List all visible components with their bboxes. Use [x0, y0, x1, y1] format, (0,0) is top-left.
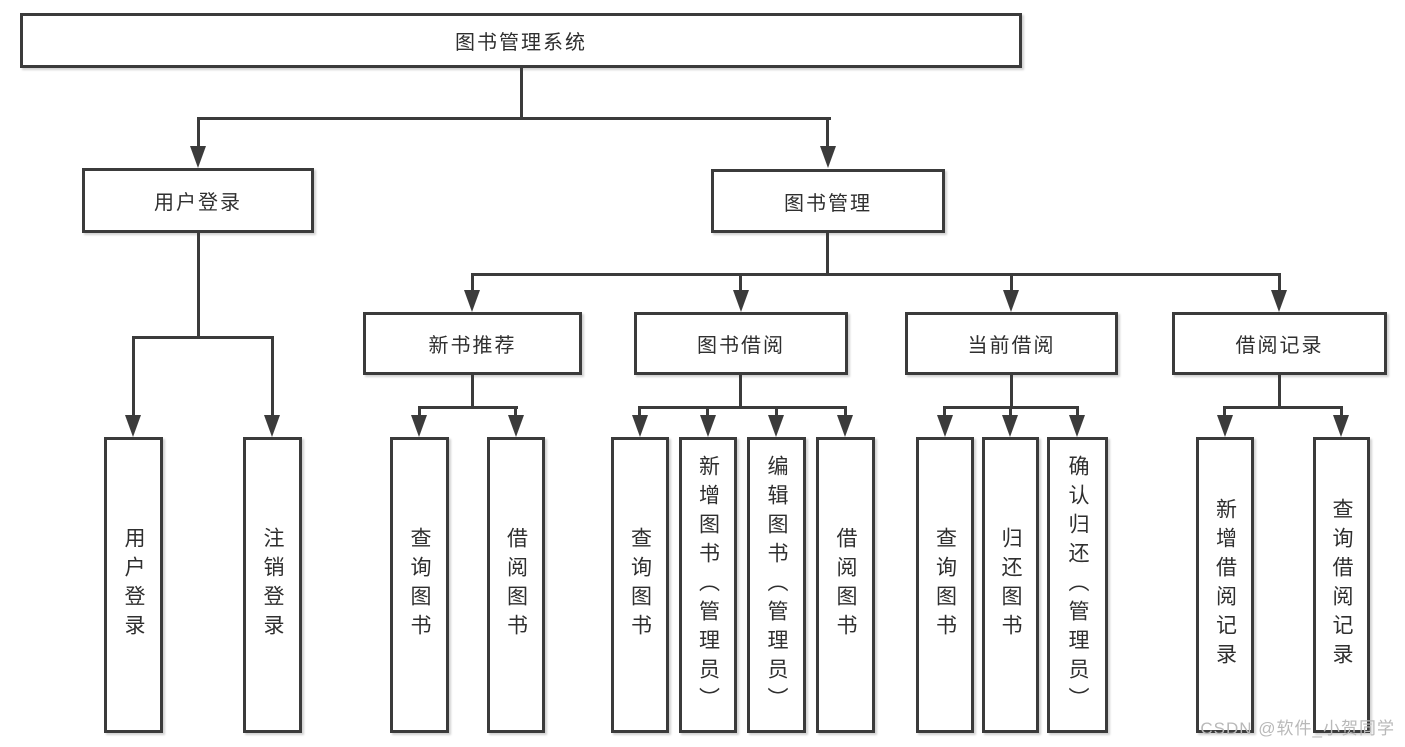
connector-g2-stem: [739, 375, 742, 408]
connector-user-leaf2-stub: [271, 336, 274, 417]
connector-book-borrow-stub: [739, 273, 742, 293]
node-borrow-record-label: 借阅记录: [1235, 335, 1324, 357]
connector-g3-stem: [1010, 375, 1013, 408]
leaf-user-login: 用户登录: [104, 437, 163, 733]
arrowhead-icon: [632, 415, 648, 437]
node-book-borrow-label: 图书借阅: [697, 335, 785, 357]
node-book-mgmt: 图书管理: [711, 169, 945, 233]
leaf-borrow-book-1: 借阅图书: [487, 437, 545, 733]
connector-g3-leaf3-stub: [1076, 406, 1079, 417]
connector-g3-leaf2-stub: [1009, 406, 1012, 417]
arrowhead-icon: [1003, 290, 1019, 312]
connector-user-rail: [132, 336, 274, 339]
leaf-query-book-2-label: 查询图书: [628, 527, 652, 643]
arrowhead-icon: [1002, 415, 1018, 437]
arrowhead-icon: [464, 290, 480, 312]
node-root-label: 图书管理系统: [455, 32, 587, 54]
leaf-add-book-admin-label: 新增图书（管理员）: [696, 454, 720, 716]
node-current-borrow: 当前借阅: [905, 312, 1118, 375]
leaf-borrow-book-2-label: 借阅图书: [834, 527, 857, 643]
connector-g4-rail: [1223, 406, 1343, 409]
node-book-mgmt-label: 图书管理: [784, 192, 872, 215]
connector-book-stem: [826, 233, 829, 274]
leaf-query-book-3-label: 查询图书: [933, 527, 957, 643]
connector-g2-leaf4-stub: [844, 406, 847, 417]
leaf-add-borrow-record: 新增借阅记录: [1196, 437, 1254, 733]
leaf-logout: 注销登录: [243, 437, 302, 733]
leaf-query-book-2: 查询图书: [611, 437, 669, 733]
node-root: 图书管理系统: [20, 13, 1022, 68]
connector-g4-leaf1-stub: [1223, 406, 1226, 417]
arrowhead-icon: [1333, 415, 1349, 437]
arrowhead-icon: [733, 290, 749, 312]
connector-g1-rail: [418, 406, 518, 409]
connector-root-stem: [520, 68, 523, 118]
leaf-borrow-book-2: 借阅图书: [816, 437, 875, 733]
leaf-return-book: 归还图书: [982, 437, 1039, 733]
arrowhead-icon: [937, 415, 953, 437]
node-new-book-rec: 新书推荐: [363, 312, 582, 375]
connector-g1-leaf1-stub: [418, 406, 421, 417]
connector-level3-rail: [471, 273, 1281, 276]
leaf-query-borrow-record-label: 查询借阅记录: [1330, 498, 1353, 672]
connector-user-stem: [197, 233, 200, 336]
leaf-add-book-admin: 新增图书（管理员）: [679, 437, 737, 733]
leaf-borrow-book-1-label: 借阅图书: [504, 527, 528, 643]
connector-g2-leaf2-stub: [706, 406, 709, 417]
connector-g1-leaf2-stub: [514, 406, 517, 417]
connector-book-mgmt-stub: [826, 117, 829, 148]
leaf-edit-book-admin: 编辑图书（管理员）: [747, 437, 806, 733]
connector-user-login-stub: [197, 117, 200, 148]
connector-g1-stem: [471, 375, 474, 408]
connector-g2-leaf3-stub: [775, 406, 778, 417]
node-user-login: 用户登录: [82, 168, 314, 233]
arrowhead-icon: [411, 415, 427, 437]
arrowhead-icon: [1271, 290, 1287, 312]
connector-g2-rail: [638, 406, 847, 409]
node-book-borrow: 图书借阅: [634, 312, 848, 375]
csdn-watermark: CSDN @软件_小贺同学: [1200, 719, 1395, 738]
leaf-edit-book-admin-label: 编辑图书（管理员）: [765, 454, 788, 716]
leaf-query-book-1: 查询图书: [390, 437, 449, 733]
arrowhead-icon: [700, 415, 716, 437]
leaf-confirm-return-admin-label: 确认归还（管理员）: [1066, 454, 1089, 716]
leaf-logout-label: 注销登录: [261, 527, 284, 643]
connector-level2-rail: [197, 117, 831, 120]
arrowhead-icon: [125, 415, 141, 437]
connector-g3-leaf1-stub: [943, 406, 946, 417]
leaf-confirm-return-admin: 确认归还（管理员）: [1047, 437, 1108, 733]
node-user-login-label: 用户登录: [154, 192, 242, 214]
arrowhead-icon: [508, 415, 524, 437]
arrowhead-icon: [820, 146, 836, 168]
node-new-book-rec-label: 新书推荐: [428, 335, 517, 357]
leaf-return-book-label: 归还图书: [999, 527, 1022, 643]
connector-user-leaf1-stub: [132, 336, 135, 417]
node-current-borrow-label: 当前借阅: [967, 335, 1056, 357]
arrowhead-icon: [264, 415, 280, 437]
arrowhead-icon: [837, 415, 853, 437]
arrowhead-icon: [1069, 415, 1085, 437]
leaf-query-borrow-record: 查询借阅记录: [1313, 437, 1370, 733]
leaf-add-borrow-record-label: 新增借阅记录: [1213, 498, 1237, 672]
connector-g4-leaf2-stub: [1340, 406, 1343, 417]
arrowhead-icon: [1217, 415, 1233, 437]
arrowhead-icon: [190, 146, 206, 168]
node-borrow-record: 借阅记录: [1172, 312, 1387, 375]
connector-g4-stem: [1278, 375, 1281, 408]
arrowhead-icon: [768, 415, 784, 437]
leaf-user-login-label: 用户登录: [122, 527, 145, 643]
leaf-query-book-3: 查询图书: [916, 437, 974, 733]
connector-current-borrow-stub: [1010, 273, 1013, 293]
connector-g2-leaf1-stub: [638, 406, 641, 417]
leaf-query-book-1-label: 查询图书: [408, 527, 431, 643]
connector-new-book-stub: [471, 273, 474, 293]
connector-borrow-record-stub: [1278, 273, 1281, 293]
